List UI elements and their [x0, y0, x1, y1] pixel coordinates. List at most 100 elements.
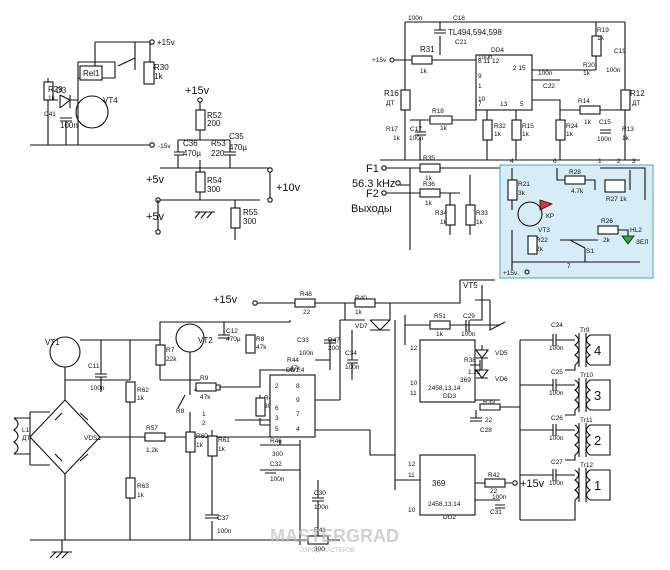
r29-body [43, 81, 54, 101]
l1-value: ДТ [22, 435, 30, 442]
r62a-value: 1k [137, 395, 145, 402]
r48-value: 22 [303, 309, 311, 316]
c32-value: 100n [270, 476, 285, 483]
r7-body [155, 344, 166, 366]
plus5-b-label: +5v [146, 211, 165, 223]
dd3-chip-body [419, 339, 476, 403]
dd3-block: R40 1k VD7 VT5 R51 1k C29 100n 12 10 11 … [340, 279, 520, 434]
panel-pin-1: 1 [598, 158, 602, 165]
r20-label: R20 [583, 62, 595, 69]
led-green-label: ЗЕЛ [636, 239, 649, 246]
r33-label: R33 [476, 210, 488, 217]
dd4-pins-right: 2 15 [513, 65, 526, 72]
r60-label: R60 [196, 433, 208, 440]
minus15-label: -15v [158, 143, 171, 150]
dd1-pin-4: 4 [296, 426, 300, 433]
r34-value: 1k [440, 219, 448, 226]
c36-label: C36 [183, 139, 198, 148]
relay-label: Rel1 [83, 69, 100, 78]
r40-body [354, 298, 376, 308]
c18-label: C18 [453, 15, 465, 22]
r14-body [579, 105, 601, 115]
c28-label: C28 [480, 427, 492, 434]
c29-label: C29 [463, 313, 475, 320]
pin-2-label: 2 [202, 420, 206, 427]
r39-label: R39 [483, 399, 495, 406]
r21-label: R21 [518, 181, 530, 188]
r60-value: 1k [196, 442, 204, 449]
r19-value: 1k [597, 35, 605, 42]
r55-label: R55 [243, 208, 258, 217]
r22-label: R22 [536, 237, 548, 244]
dd2-plus15-label: +15v [520, 478, 545, 490]
c25-label: C25 [551, 369, 563, 376]
r36-value: 1k [425, 200, 433, 207]
f1-label: F1 [366, 163, 379, 175]
r9-body [195, 382, 217, 392]
r7-value: 22k [166, 356, 177, 363]
r8-body [245, 334, 256, 354]
r63-label: R63 [137, 483, 149, 490]
f2-terminal [381, 190, 387, 196]
r28-body [564, 175, 586, 185]
c35-value: 470µ [229, 143, 247, 152]
dd3-pin-11: 11 [410, 390, 417, 397]
frequency-label: 56.3 kHz [352, 178, 395, 190]
minus15-terminal [149, 142, 155, 148]
vt3-label: VT3 [538, 227, 550, 234]
c19-label: C19 [614, 48, 626, 55]
r57-body [144, 432, 166, 442]
ground-icon [49, 540, 72, 559]
r32-label: R32 [494, 123, 506, 130]
r30-label: R30 [154, 63, 169, 72]
r41-value: 300 [314, 546, 325, 553]
r32-value: 1k [494, 131, 502, 138]
c37-value: 100n [217, 528, 232, 535]
r52-label: R52 [207, 111, 222, 120]
c22-value: 100n [538, 70, 553, 77]
power-block: +15v R52 200 C36 470µ R53 220 C35 470µ R… [146, 85, 301, 240]
dd2-plus15-terminal [512, 480, 518, 486]
r26-body [597, 225, 619, 235]
r27-body [604, 179, 626, 193]
r55-value: 300 [243, 217, 257, 226]
r38-label: R38 [464, 357, 476, 364]
middle-stage: +15v R48 22 VT2 C12 470µ R8 47k R7 22k R… [155, 291, 395, 553]
plus5-a-label: +5v [146, 174, 165, 186]
c26-label: C26 [551, 415, 563, 422]
vd5-label: VD5 [495, 350, 508, 357]
channel-4-label: 4 [594, 343, 601, 358]
panel-pin-2: 2 [617, 158, 621, 165]
r13-value: 1k [622, 135, 630, 142]
tr11-label: Tr11 [580, 417, 593, 424]
r7-label: R7 [166, 347, 175, 354]
dd4-pin-13: 13 [500, 101, 508, 108]
r54-label: R54 [207, 176, 222, 185]
r24-value: 1k [566, 131, 574, 138]
dd4-plus15-terminal [389, 57, 395, 63]
hl2-label: HL2 [630, 227, 642, 234]
r14-label: R14 [578, 98, 590, 105]
r35-body [419, 163, 441, 173]
outputs-block: F1 56.3 kHz F2 Выходы R35 1k R36 1k R34 … [351, 155, 500, 250]
dd4-pin-1: 1 [478, 83, 482, 90]
r36-label: R36 [423, 181, 435, 188]
r52-body [195, 109, 206, 131]
r47-label: R47 [328, 337, 340, 344]
tr12-label: Tr12 [580, 462, 594, 469]
r9-label: R9 [200, 375, 209, 382]
tr10-label: Tr10 [580, 372, 594, 379]
r33-body [465, 204, 476, 226]
dd4-pin-7: 7 [478, 101, 482, 108]
dd3-pin-10: 10 [410, 380, 418, 387]
l1-label: L1 [22, 427, 30, 434]
led-red-label: КР [546, 213, 554, 220]
r32-body [482, 119, 493, 141]
c19-value: 100n [606, 67, 621, 74]
r21-value: 3k [518, 190, 526, 197]
d3-label: D3 [56, 86, 67, 95]
c27-label: C27 [551, 459, 563, 466]
dd2-chip-body [419, 454, 476, 516]
r4x-value: 47k [290, 365, 301, 372]
